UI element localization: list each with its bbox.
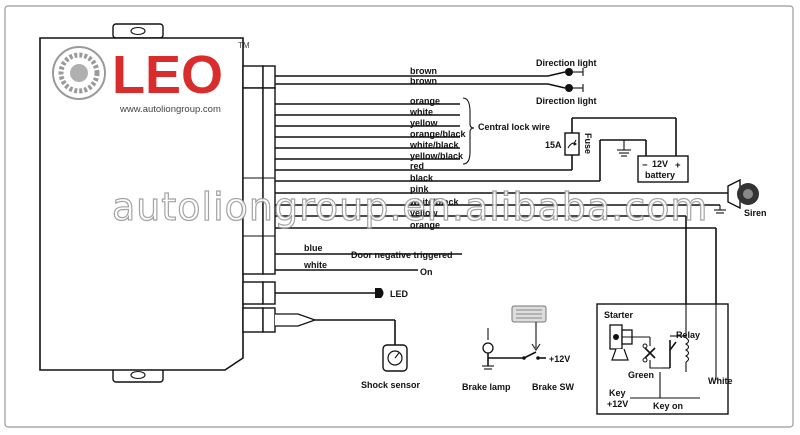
relay-label: Relay <box>676 330 700 340</box>
fuse-label: Fuse <box>583 133 593 154</box>
leo-logo: LEO TM www.autoliongroup.com <box>52 41 250 115</box>
wire-label-white-2: white <box>303 260 327 270</box>
starter-label: Starter <box>604 310 634 320</box>
wire-label-white-black-2: white/black <box>409 197 460 207</box>
door-negative-label: Door negative triggered <box>351 250 453 260</box>
wire-label-brown-1: brown <box>410 66 437 76</box>
shock-sensor-label: Shock sensor <box>361 380 421 390</box>
wire-label-orange-black: orange/black <box>410 129 467 139</box>
wire-label-brown-2: brown <box>410 76 437 86</box>
battery-label: battery <box>645 170 675 180</box>
wire-label-black: black <box>410 173 434 183</box>
logo-trademark: TM <box>238 41 250 50</box>
brake-circuit <box>482 305 547 370</box>
key-on-label: Key on <box>653 401 683 411</box>
relay-icon <box>662 304 717 380</box>
logo-url: www.autoliongroup.com <box>119 104 221 115</box>
shock-sensor-wire <box>275 313 408 372</box>
siren-icon <box>727 178 759 210</box>
diagram-frame <box>4 5 794 428</box>
wire-label-white-1: white <box>409 107 433 117</box>
wire-label-white-black: white/black <box>409 140 460 150</box>
green-label: Green <box>628 370 654 380</box>
brake-switch-icon <box>523 351 537 359</box>
direction-light-bottom-label: Direction light <box>536 96 597 106</box>
wire-label-yellow-2: yellow <box>410 208 439 218</box>
direction-light-wires <box>275 68 584 92</box>
wire-cut-icon <box>642 343 656 363</box>
battery-voltage-label: 12V <box>652 159 668 169</box>
logo-brand: LEO <box>112 45 223 105</box>
wire-label-pink: pink <box>410 184 429 194</box>
brake-pedal-icon <box>511 305 547 351</box>
brake-sw-label: Brake SW <box>532 382 575 392</box>
brake-lamp-icon <box>482 342 494 370</box>
brake-lamp-label: Brake lamp <box>462 382 511 392</box>
battery-plus-label: + <box>675 160 681 171</box>
shock-sensor-icon <box>382 344 408 372</box>
wire-label-orange-1: orange <box>410 96 440 106</box>
wire-label-red: red <box>410 161 424 171</box>
key-12v-label: +12V <box>607 399 628 409</box>
starter-feed-wires <box>275 215 717 304</box>
brake-12v-label: +12V <box>549 354 570 364</box>
wire-label-yellow-1: yellow <box>410 118 439 128</box>
door-wires <box>275 253 462 271</box>
led-label: LED <box>390 289 409 299</box>
central-lock-wires <box>275 97 475 165</box>
power-wires <box>275 117 689 183</box>
fuse-rating-label: 15A <box>545 140 562 150</box>
watermark: autoliongroup.en.alibaba.com <box>112 185 708 229</box>
siren-wires <box>275 178 759 214</box>
siren-label: Siren <box>744 208 767 218</box>
battery-minus-label: − <box>642 160 648 171</box>
key-label: Key <box>609 388 626 398</box>
battery-icon <box>637 155 689 183</box>
led-icon <box>375 288 384 298</box>
wire-label-orange-2: orange <box>410 220 440 230</box>
wire-label-yellow-black: yellow/black <box>410 151 464 161</box>
led-wire <box>275 288 384 298</box>
wire-label-blue: blue <box>304 243 323 253</box>
direction-light-top-label: Direction light <box>536 58 597 68</box>
white-relay-label: White <box>708 376 733 386</box>
central-lock-wire-label: Central lock wire <box>478 122 550 132</box>
starter-relay-block <box>596 303 729 415</box>
on-label: On <box>420 267 433 277</box>
alarm-control-unit <box>39 23 244 383</box>
